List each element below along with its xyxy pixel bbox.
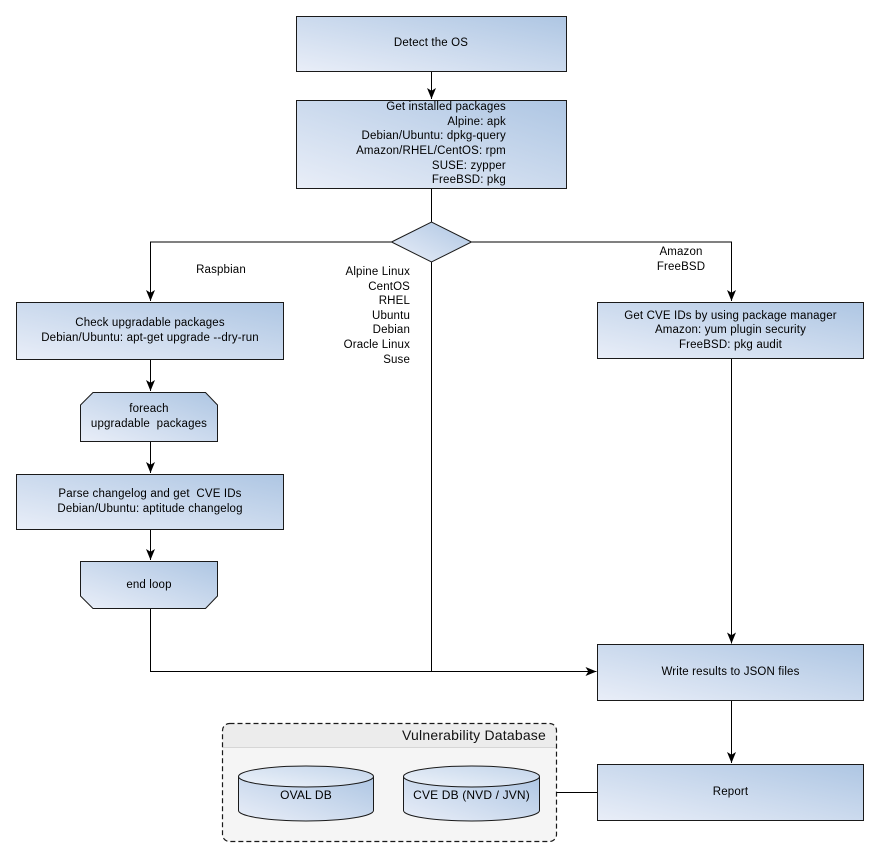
node-get-cve-ids-shape	[597, 302, 864, 359]
node-foreach-loop-start-shape	[80, 392, 218, 442]
connector-decision-to-get-cve-ids	[471, 241, 736, 301]
vulnerability-database-group-border	[221, 722, 558, 843]
connector-decision-to-check-upgradable	[146, 241, 392, 301]
oval-db-cylinder-body	[238, 776, 374, 822]
node-report-shape	[597, 764, 864, 821]
node-parse-changelog-shape	[16, 474, 284, 530]
cve-db-cylinder-body	[403, 776, 540, 822]
vulnerability-database-group-header	[222, 723, 557, 748]
node-write-results-shape	[597, 644, 864, 701]
decision-diamond	[390, 221, 473, 263]
node-end-loop-shape	[80, 561, 218, 609]
node-get-installed-packages-shape	[296, 100, 567, 189]
node-detect-os-shape	[296, 16, 567, 72]
node-check-upgradable-shape	[16, 302, 284, 360]
oval-db-cylinder-top	[238, 765, 374, 788]
connector-endloop-to-write-results	[150, 608, 597, 676]
cve-db-cylinder-top	[403, 765, 540, 788]
